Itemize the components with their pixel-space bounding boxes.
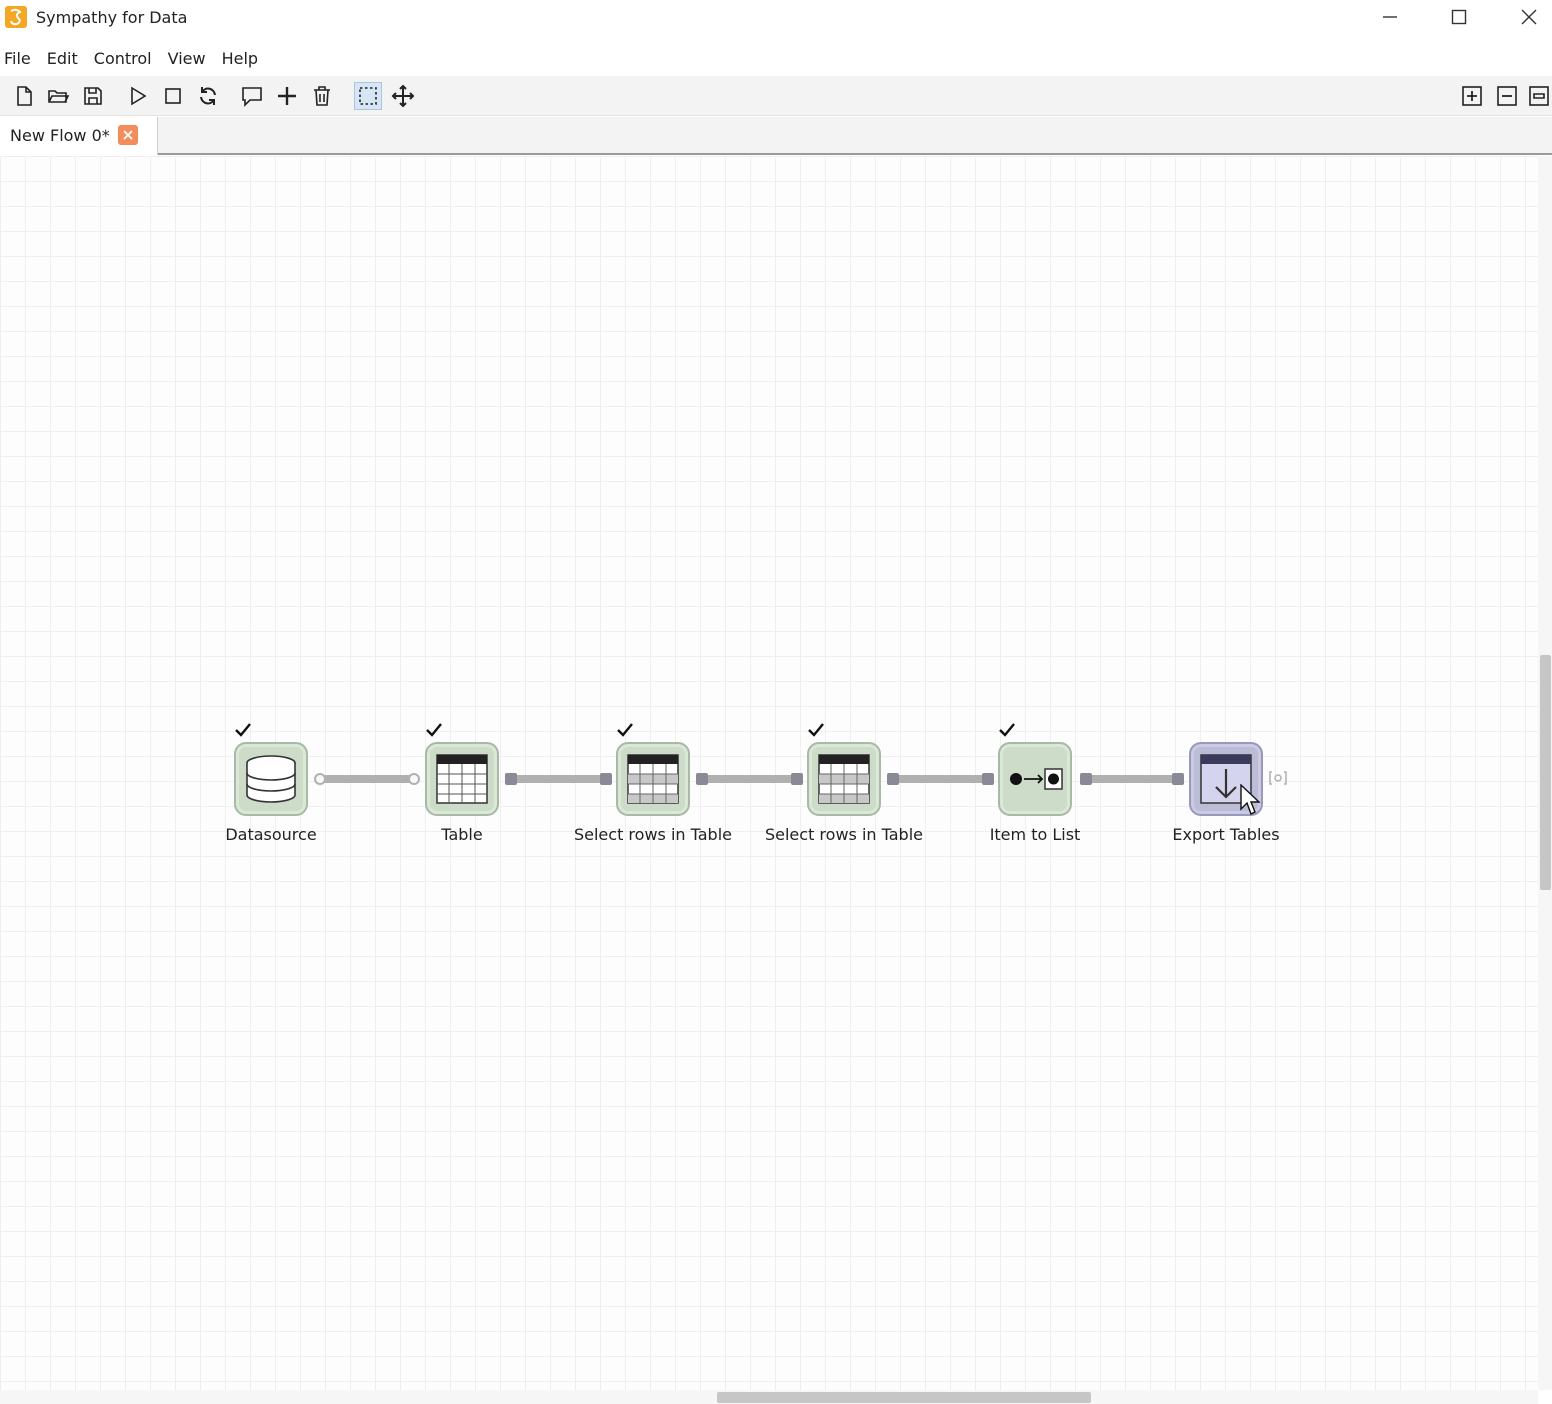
- add-icon: [278, 87, 296, 105]
- connection-select-itemtolist[interactable]: [892, 775, 988, 783]
- node-select-rows-2[interactable]: [807, 742, 881, 816]
- output-port[interactable]: [314, 773, 326, 785]
- move-mode-button[interactable]: [389, 82, 417, 110]
- node-label: Export Tables: [1172, 825, 1280, 844]
- tab-close-button[interactable]: [118, 125, 138, 145]
- input-port[interactable]: [791, 773, 803, 785]
- output-port[interactable]: [1080, 773, 1092, 785]
- input-port[interactable]: [408, 773, 420, 785]
- tab-label: New Flow 0*: [10, 126, 110, 145]
- maximize-icon: [1451, 9, 1467, 25]
- connection-itemtolist-export[interactable]: [1084, 775, 1180, 783]
- move-icon: [391, 84, 415, 108]
- input-port[interactable]: [982, 773, 994, 785]
- menu-bar: File Edit Control View Help: [0, 44, 1552, 74]
- play-icon: [131, 86, 147, 106]
- connection-table-select[interactable]: [510, 775, 606, 783]
- save-icon: [84, 87, 102, 105]
- comment-icon: [242, 87, 262, 107]
- stop-button[interactable]: [159, 82, 187, 110]
- input-port[interactable]: [1172, 773, 1184, 785]
- window-title: Sympathy for Data: [36, 8, 188, 27]
- node-item-to-list[interactable]: [998, 742, 1072, 816]
- save-button[interactable]: [79, 82, 107, 110]
- open-button[interactable]: [44, 82, 72, 110]
- check-icon: [426, 723, 442, 737]
- zoom-out-icon: [1497, 86, 1517, 106]
- new-flow-button[interactable]: [10, 82, 38, 110]
- minimize-icon: [1383, 16, 1397, 18]
- select-mode-button[interactable]: [354, 82, 382, 110]
- node-table[interactable]: [425, 742, 499, 816]
- flow-canvas[interactable]: [0, 156, 1538, 1390]
- title-bar: Sympathy for Data: [0, 0, 1552, 36]
- maximize-button[interactable]: [1426, 0, 1492, 34]
- item-to-list-icon: [1010, 768, 1063, 790]
- zoom-in-button[interactable]: [1458, 82, 1486, 110]
- add-comment-button[interactable]: [238, 82, 266, 110]
- app-logo-icon: [5, 6, 27, 28]
- output-port[interactable]: [505, 773, 517, 785]
- new-file-icon: [17, 86, 32, 106]
- connection-datasource-table[interactable]: [320, 775, 414, 783]
- add-node-button[interactable]: [273, 82, 301, 110]
- close-icon: [123, 130, 133, 140]
- database-icon: [246, 755, 296, 803]
- node-datasource[interactable]: [234, 742, 308, 816]
- zoom-fit-icon: [1529, 86, 1549, 106]
- node-select-rows-1[interactable]: [616, 742, 690, 816]
- reload-icon: [200, 87, 216, 105]
- select-rows-icon: [627, 754, 679, 804]
- output-port[interactable]: [887, 773, 899, 785]
- tab-bar: New Flow 0*: [0, 117, 1552, 155]
- zoom-fit-button[interactable]: [1526, 82, 1552, 110]
- close-icon: [1521, 9, 1537, 25]
- optional-port-icon[interactable]: [1268, 770, 1288, 786]
- menu-file[interactable]: File: [4, 49, 31, 68]
- minimize-button[interactable]: [1357, 0, 1423, 34]
- reload-button[interactable]: [194, 82, 222, 110]
- select-rows-icon: [818, 754, 870, 804]
- node-label: Table: [441, 825, 483, 844]
- close-window-button[interactable]: [1496, 0, 1552, 34]
- toolbar: [0, 76, 1552, 116]
- output-port[interactable]: [696, 773, 708, 785]
- menu-edit[interactable]: Edit: [46, 49, 78, 68]
- check-icon: [999, 723, 1015, 737]
- node-label: Select rows in Table: [573, 825, 732, 844]
- menu-help[interactable]: Help: [221, 49, 259, 68]
- connection-select-select[interactable]: [701, 775, 797, 783]
- node-label: Item to List: [989, 825, 1081, 844]
- check-icon: [235, 723, 251, 737]
- zoom-in-icon: [1462, 86, 1482, 106]
- tab-new-flow[interactable]: New Flow 0*: [0, 117, 158, 155]
- menu-control[interactable]: Control: [93, 49, 152, 68]
- input-port[interactable]: [600, 773, 612, 785]
- horizontal-scroll-thumb[interactable]: [717, 1392, 1091, 1403]
- delete-button[interactable]: [308, 82, 336, 110]
- check-icon: [808, 723, 824, 737]
- table-icon: [436, 754, 488, 804]
- mouse-cursor-icon: [1240, 784, 1261, 815]
- node-export-tables[interactable]: [1189, 742, 1263, 816]
- menu-view[interactable]: View: [167, 49, 206, 68]
- stop-icon: [165, 88, 181, 104]
- node-label: Datasource: [225, 825, 317, 844]
- check-icon: [617, 723, 633, 737]
- node-label: Select rows in Table: [764, 825, 923, 844]
- select-icon: [359, 87, 377, 105]
- execute-button[interactable]: [124, 82, 152, 110]
- open-folder-icon: [48, 90, 70, 103]
- zoom-out-button[interactable]: [1493, 82, 1521, 110]
- delete-icon: [314, 86, 330, 106]
- vertical-scroll-thumb[interactable]: [1540, 655, 1551, 890]
